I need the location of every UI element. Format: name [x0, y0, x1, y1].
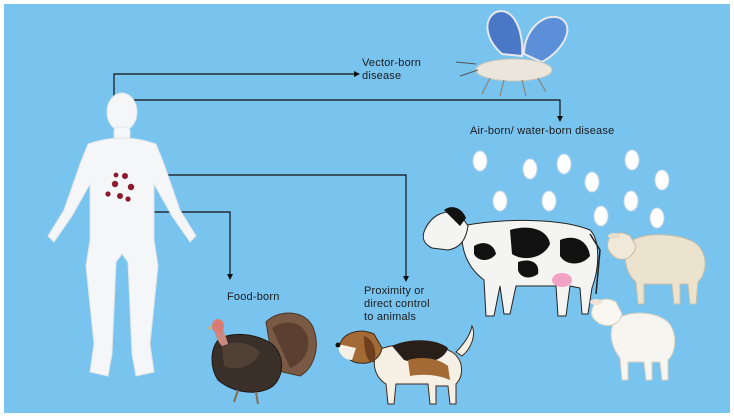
- arrowhead-vector-borne: [354, 71, 360, 77]
- droplets: [473, 150, 669, 228]
- droplet-icon: [585, 172, 599, 192]
- droplet-icon: [625, 150, 639, 170]
- arrowhead-air-water-borne: [557, 116, 563, 122]
- droplet-icon: [650, 208, 664, 228]
- droplet-icon: [624, 191, 638, 211]
- connector-air-water-borne: [130, 100, 560, 116]
- label-air-water-borne-disease: Air-born/ water-born disease: [470, 125, 670, 138]
- butterfly-icon: [456, 11, 567, 96]
- droplet-icon: [542, 191, 556, 211]
- droplet-icon: [655, 170, 669, 190]
- sheep-icon: [607, 233, 705, 304]
- connector-proximity: [166, 175, 406, 276]
- human-figure: [48, 93, 196, 376]
- droplet-icon: [557, 154, 571, 174]
- lamb-icon: [590, 299, 675, 380]
- connector-vector-borne: [114, 74, 354, 100]
- label-proximity: Proximity or direct control to animals: [364, 285, 464, 324]
- arrowhead-food-borne: [227, 274, 233, 280]
- arrowhead-proximity: [403, 276, 409, 282]
- droplet-icon: [523, 159, 537, 179]
- label-food-borne: Food-born: [227, 291, 307, 304]
- droplet-icon: [594, 206, 608, 226]
- droplet-icon: [493, 191, 507, 211]
- turkey-icon: [206, 313, 316, 404]
- droplet-icon: [473, 151, 487, 171]
- diagram-canvas: Vector-born disease Air-born/ water-born…: [4, 4, 730, 413]
- label-vector-borne-disease: Vector-born disease: [362, 57, 482, 83]
- beagle-dog-icon: [336, 326, 474, 404]
